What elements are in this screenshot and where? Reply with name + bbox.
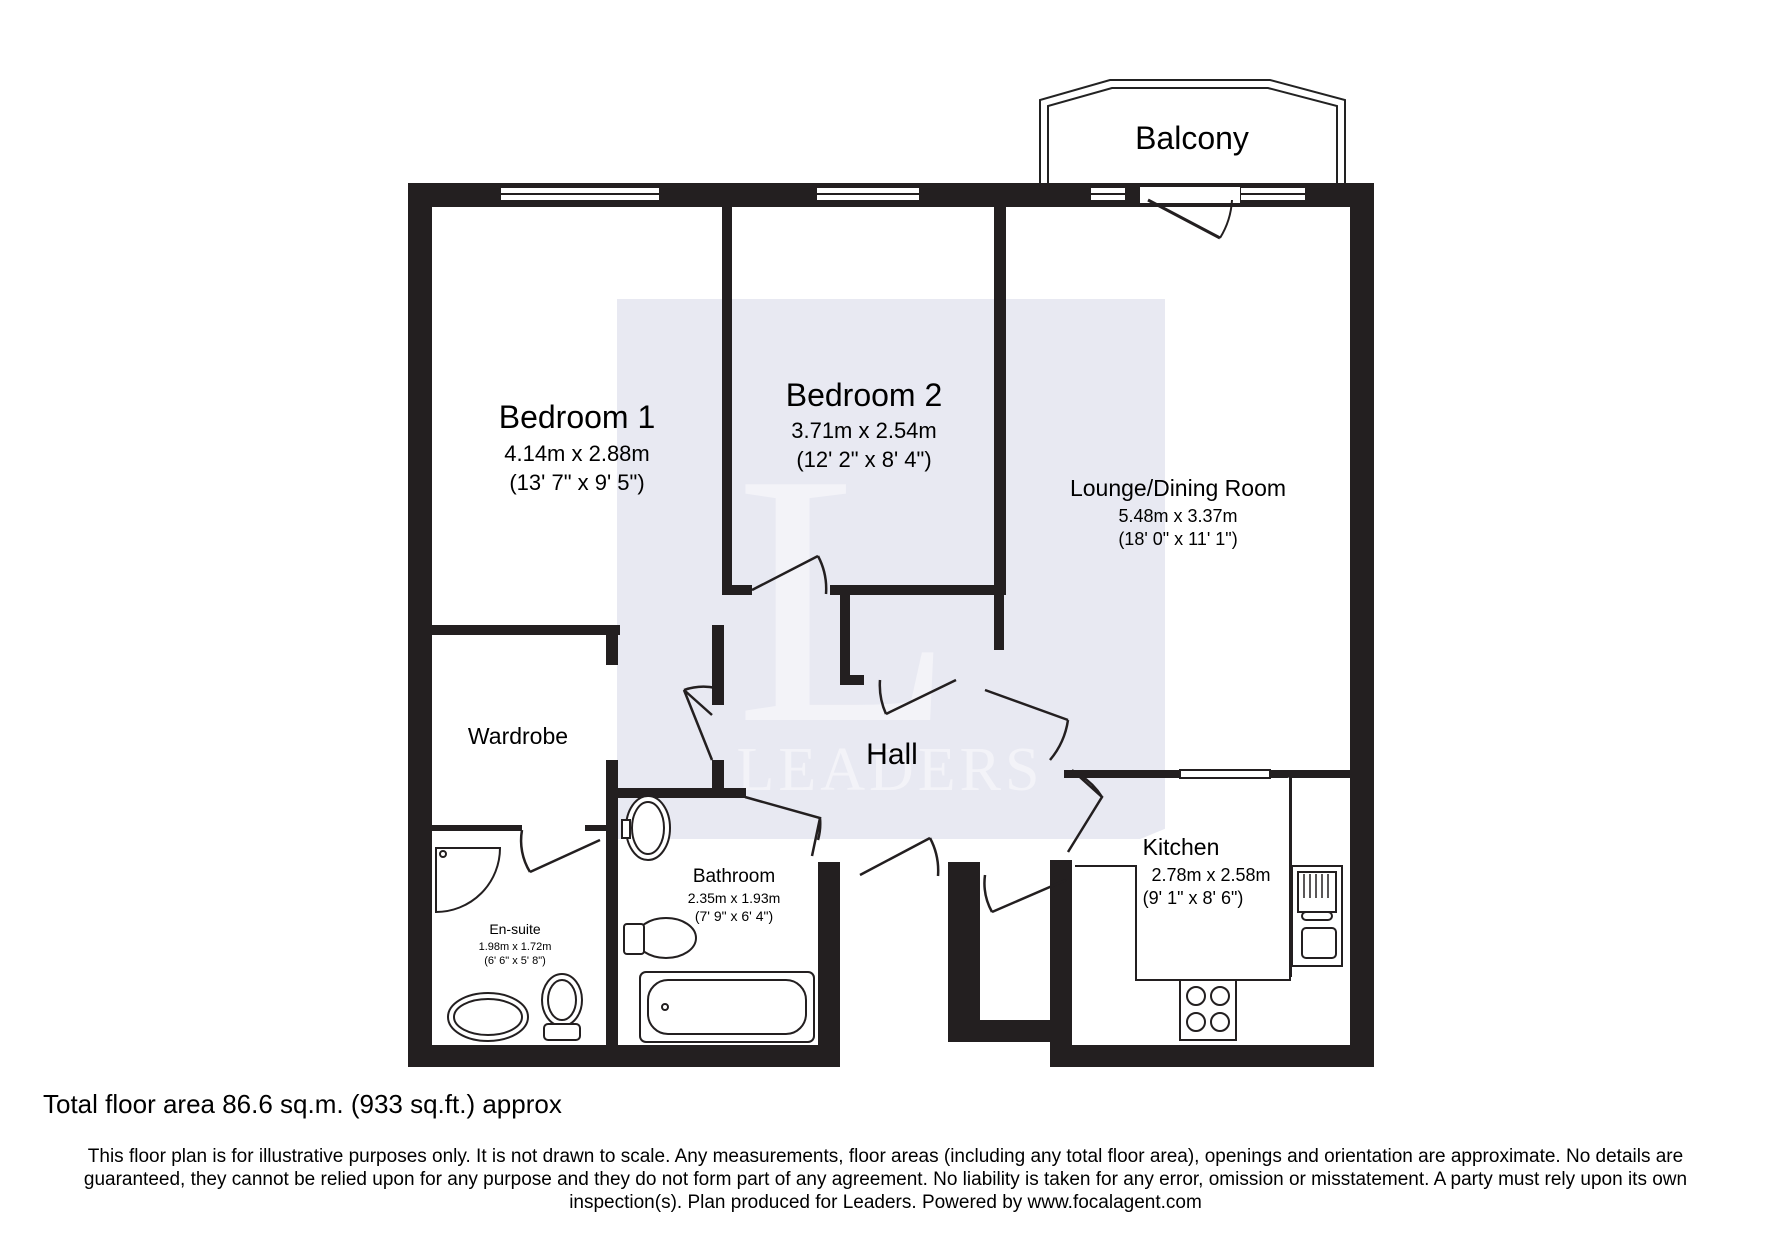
bathroom-imperial: (7' 9" x 6' 4") — [695, 908, 773, 924]
watermark-text: LEADERS — [737, 736, 1044, 804]
balcony-outline — [1039, 79, 1346, 183]
ensuite-metric: 1.98m x 1.72m — [479, 941, 552, 953]
door-wardrobe — [519, 829, 601, 874]
total-floor-area: Total floor area 86.6 sq.m. (933 sq.ft.)… — [43, 1089, 562, 1119]
ensuite-imperial: (6' 6" x 5' 8") — [484, 955, 546, 967]
bedroom1-label: Bedroom 1 — [499, 399, 656, 435]
hall-label: Hall — [866, 738, 918, 771]
room-labels: Balcony Bedroom 1 4.14m x 2.88m (13' 7" … — [468, 120, 1286, 967]
lounge-imperial: (18' 0" x 11' 1") — [1118, 529, 1237, 549]
lounge-metric: 5.48m x 3.37m — [1118, 506, 1237, 526]
bathroom-label: Bathroom — [693, 866, 775, 887]
window-kitchen — [1179, 769, 1271, 779]
kitchen-fittings — [1075, 777, 1343, 1041]
door-kitchen — [1066, 769, 1104, 853]
bathroom-fittings — [435, 795, 815, 1043]
door-store — [983, 874, 1067, 914]
kitchen-imperial: (9' 1" x 8' 6") — [1143, 888, 1244, 908]
bedroom2-metric: 3.71m x 2.54m — [791, 418, 937, 443]
door-bedroom2 — [751, 554, 828, 595]
door-bedroom1 — [682, 685, 717, 761]
balcony-label: Balcony — [1135, 120, 1249, 156]
door-entrance — [859, 836, 940, 877]
doors — [519, 187, 1240, 914]
bedroom1-metric: 4.14m x 2.88m — [504, 441, 650, 466]
door-bathroom — [744, 795, 822, 857]
hob-icon — [1179, 979, 1237, 1041]
door-cupboard — [878, 678, 957, 716]
wardrobe-label: Wardrobe — [468, 723, 568, 749]
door-lounge — [984, 688, 1070, 761]
bedroom1-imperial: (13' 7" x 9' 5") — [509, 470, 644, 495]
bedroom2-label: Bedroom 2 — [786, 377, 943, 413]
kitchen-metric: 2.78m x 2.58m — [1151, 865, 1270, 885]
shower-tray-icon — [435, 847, 502, 914]
disclaimer-text: This floor plan is for illustrative purp… — [83, 1146, 1688, 1213]
bedroom2-imperial: (12' 2" x 8' 4") — [796, 447, 931, 472]
windows — [499, 186, 1307, 779]
ensuite-label: En-suite — [489, 921, 541, 937]
bathroom-metric: 2.35m x 1.93m — [688, 890, 781, 906]
kitchen-worktop — [1075, 777, 1291, 981]
lounge-label: Lounge/Dining Room — [1070, 475, 1286, 501]
kitchen-label: Kitchen — [1143, 834, 1220, 860]
